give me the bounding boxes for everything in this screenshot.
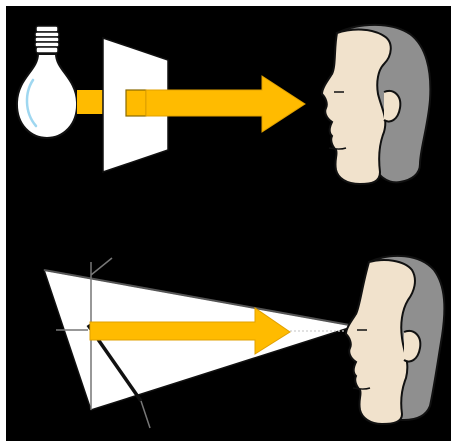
bulb-base xyxy=(36,26,58,32)
ear-top xyxy=(384,91,400,122)
bulb-base-ring-4 xyxy=(36,47,58,53)
arrow-through-plate xyxy=(126,90,146,116)
ear-bottom xyxy=(404,331,420,362)
observer-head-top xyxy=(322,25,430,184)
